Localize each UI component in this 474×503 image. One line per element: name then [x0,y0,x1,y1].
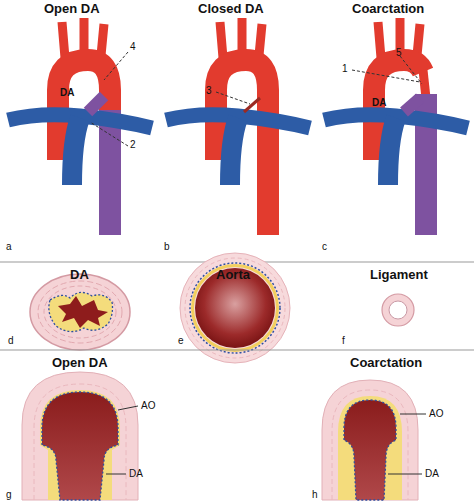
leader-line [352,70,420,82]
section-title: Coarctation [350,356,422,369]
ductus-arteriosus [404,98,420,112]
descending-aorta [99,110,121,235]
coarctation-longitudinal [322,380,426,500]
aorta [216,60,268,235]
leader-line [400,414,426,415]
closed-da-heart [166,18,310,235]
lumen [195,268,275,348]
intima [193,266,278,351]
coarctation-isthmus [423,70,426,98]
vessel-wall [22,372,138,500]
aortic-wall [180,253,290,363]
leader-line [104,52,128,80]
intimal-cushion [338,396,402,500]
lumen [344,400,396,500]
da-cross-section [30,274,130,350]
media-layers [34,384,126,500]
panel-letter: e [178,336,184,346]
panel-title: Coarctation [352,2,424,15]
adventitia [30,274,130,350]
vessel-label: DA [372,98,386,108]
leader-line [118,406,138,410]
panel-letter: f [342,336,345,346]
intimal-cushion [49,292,113,331]
lumen [58,296,108,328]
ligament-wall [382,294,414,326]
lumen [42,392,118,500]
panel-letter: b [164,242,170,252]
media-layers [44,286,116,338]
vessel-label: DA [425,469,439,479]
coarctation-heart [324,18,468,235]
leader-line [400,56,422,84]
pulmonary-trunk [72,118,80,185]
section-title: Ligament [370,268,428,281]
ligamentum-arteriosum [244,98,260,112]
pulmonary-trunk [230,118,238,185]
aorta-cross-section [180,253,290,363]
panel-letter: d [8,336,14,346]
callout-number: 5 [396,48,402,58]
intimal-cushion [40,390,120,500]
panel-letter: h [312,490,318,500]
leader-line [388,474,422,475]
pulmonary-trunk [388,118,396,185]
vessel-label: AO [141,401,155,411]
leader-line [216,92,250,104]
vessel-label: DA [129,469,143,479]
panel-letter: c [322,242,327,252]
open-da-heart [8,18,152,235]
ligament-cross-section [382,294,414,326]
section-title: Aorta [216,268,250,281]
ligament-core [389,301,407,319]
vessel-wall [322,380,418,500]
leader-line [106,474,126,475]
leader-line [90,122,128,146]
callout-number: 4 [130,42,136,52]
elastic-lamina [190,263,280,353]
vessel-label: AO [429,409,443,419]
vessel-label: DA [60,88,74,98]
panel-title: Closed DA [198,2,264,15]
callout-number: 1 [342,64,348,74]
separator [0,350,474,351]
section-title: DA [70,268,89,281]
panel-letter: g [6,490,12,500]
media-layers [185,258,285,358]
section-title: Open DA [52,356,108,369]
callout-number: 2 [130,140,136,150]
ductus-arteriosus [88,96,104,112]
callout-number: 3 [206,86,212,96]
media-layers [332,390,408,500]
panel-letter: a [6,242,12,252]
media-layers [38,281,122,343]
open-da-longitudinal [22,372,138,500]
panel-title: Open DA [44,2,100,15]
